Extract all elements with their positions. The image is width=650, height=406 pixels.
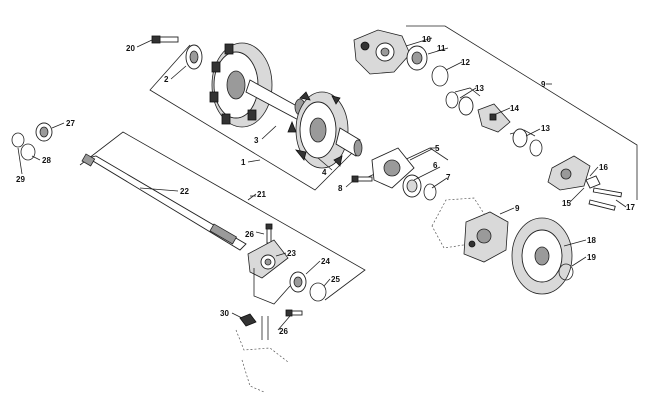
bearing-housing-group [351,147,437,201]
clip-30 [239,313,257,327]
chaincase-group [353,29,623,211]
assembly-bracket-lines [79,25,638,301]
brake-group [431,197,574,295]
jackshaft-group [11,122,327,393]
callout-21: 21 [257,190,266,199]
chain-tensioner-14 [477,103,511,133]
callout-19: 19 [587,253,596,262]
callout-17: 17 [626,203,635,212]
callout-18: 18 [587,236,596,245]
bolt-8 [351,175,373,183]
callout-30: 30 [220,309,229,318]
callout-23: 23 [287,249,296,258]
bearing-13-upper [445,91,474,116]
bolt-20 [151,35,179,44]
bearing-plate-23 [247,239,289,279]
callout-2: 2 [164,75,169,84]
callout-27: 27 [66,119,75,128]
seal-11 [406,45,428,71]
callout-22: 22 [180,187,189,196]
chaincase-cover-15 [547,155,591,191]
callout-25: 25 [331,275,340,284]
callout-13-upper: 13 [475,84,484,93]
callout-26-bottom: 26 [279,327,288,336]
bearing-flange-5 [371,147,415,189]
callout-4: 4 [322,168,327,177]
bearing-6 [402,174,422,198]
drive-shaft-splined-end [335,127,363,157]
callout-12: 12 [461,58,470,67]
callout-5: 5 [435,144,440,153]
clamp-28 [20,143,36,161]
bracket-plate [253,268,291,305]
callout-8: 8 [338,184,343,193]
callout-28: 28 [42,156,51,165]
o-ring-25 [309,282,327,302]
drive-shaft-assembly [151,35,363,169]
bolts-17 [588,187,623,211]
callout-29: 29 [16,175,25,184]
clamp-29 [11,132,25,148]
callout-1: 1 [241,158,246,167]
callout-24: 24 [321,257,330,266]
callout-10: 10 [422,35,431,44]
callout-14: 14 [510,104,519,113]
brake-disc-18 [511,217,573,295]
leader-lines [17,37,627,331]
bolt-26-bottom [285,309,303,317]
drive-sprocket-right [287,91,349,169]
mounting-plate-outline [431,197,489,249]
frame-outline-dashed [235,316,289,393]
callout-16: 16 [599,163,608,172]
callout-7: 7 [446,173,451,182]
callout-3: 3 [254,136,259,145]
bearing-13-lower [512,128,543,157]
snap-ring-19 [558,263,574,281]
jackshaft-22 [81,153,247,251]
brake-caliper-9 [463,211,509,263]
bearing-24 [289,271,307,293]
callout-13-lower: 13 [541,124,550,133]
bushing-2 [185,44,203,70]
callout-20: 20 [126,44,135,53]
seal-27 [35,122,53,142]
bolt-16 [585,175,601,189]
callout-11: 11 [437,44,446,53]
bolt-26-top [265,223,273,244]
snap-ring-7 [423,183,437,201]
o-ring-12 [431,65,449,87]
callout-15: 15 [562,199,571,208]
callout-6: 6 [433,161,438,170]
chaincase-housing [353,29,411,75]
callout-9-lower: 9 [515,204,520,213]
drive-sprocket-left [209,42,273,128]
callout-9-upper: 9 [541,80,546,89]
callout-26-top: 26 [245,230,254,239]
callout-labels: 1 2 3 4 5 6 7 8 9 9 10 11 12 13 13 14 15… [16,35,635,336]
